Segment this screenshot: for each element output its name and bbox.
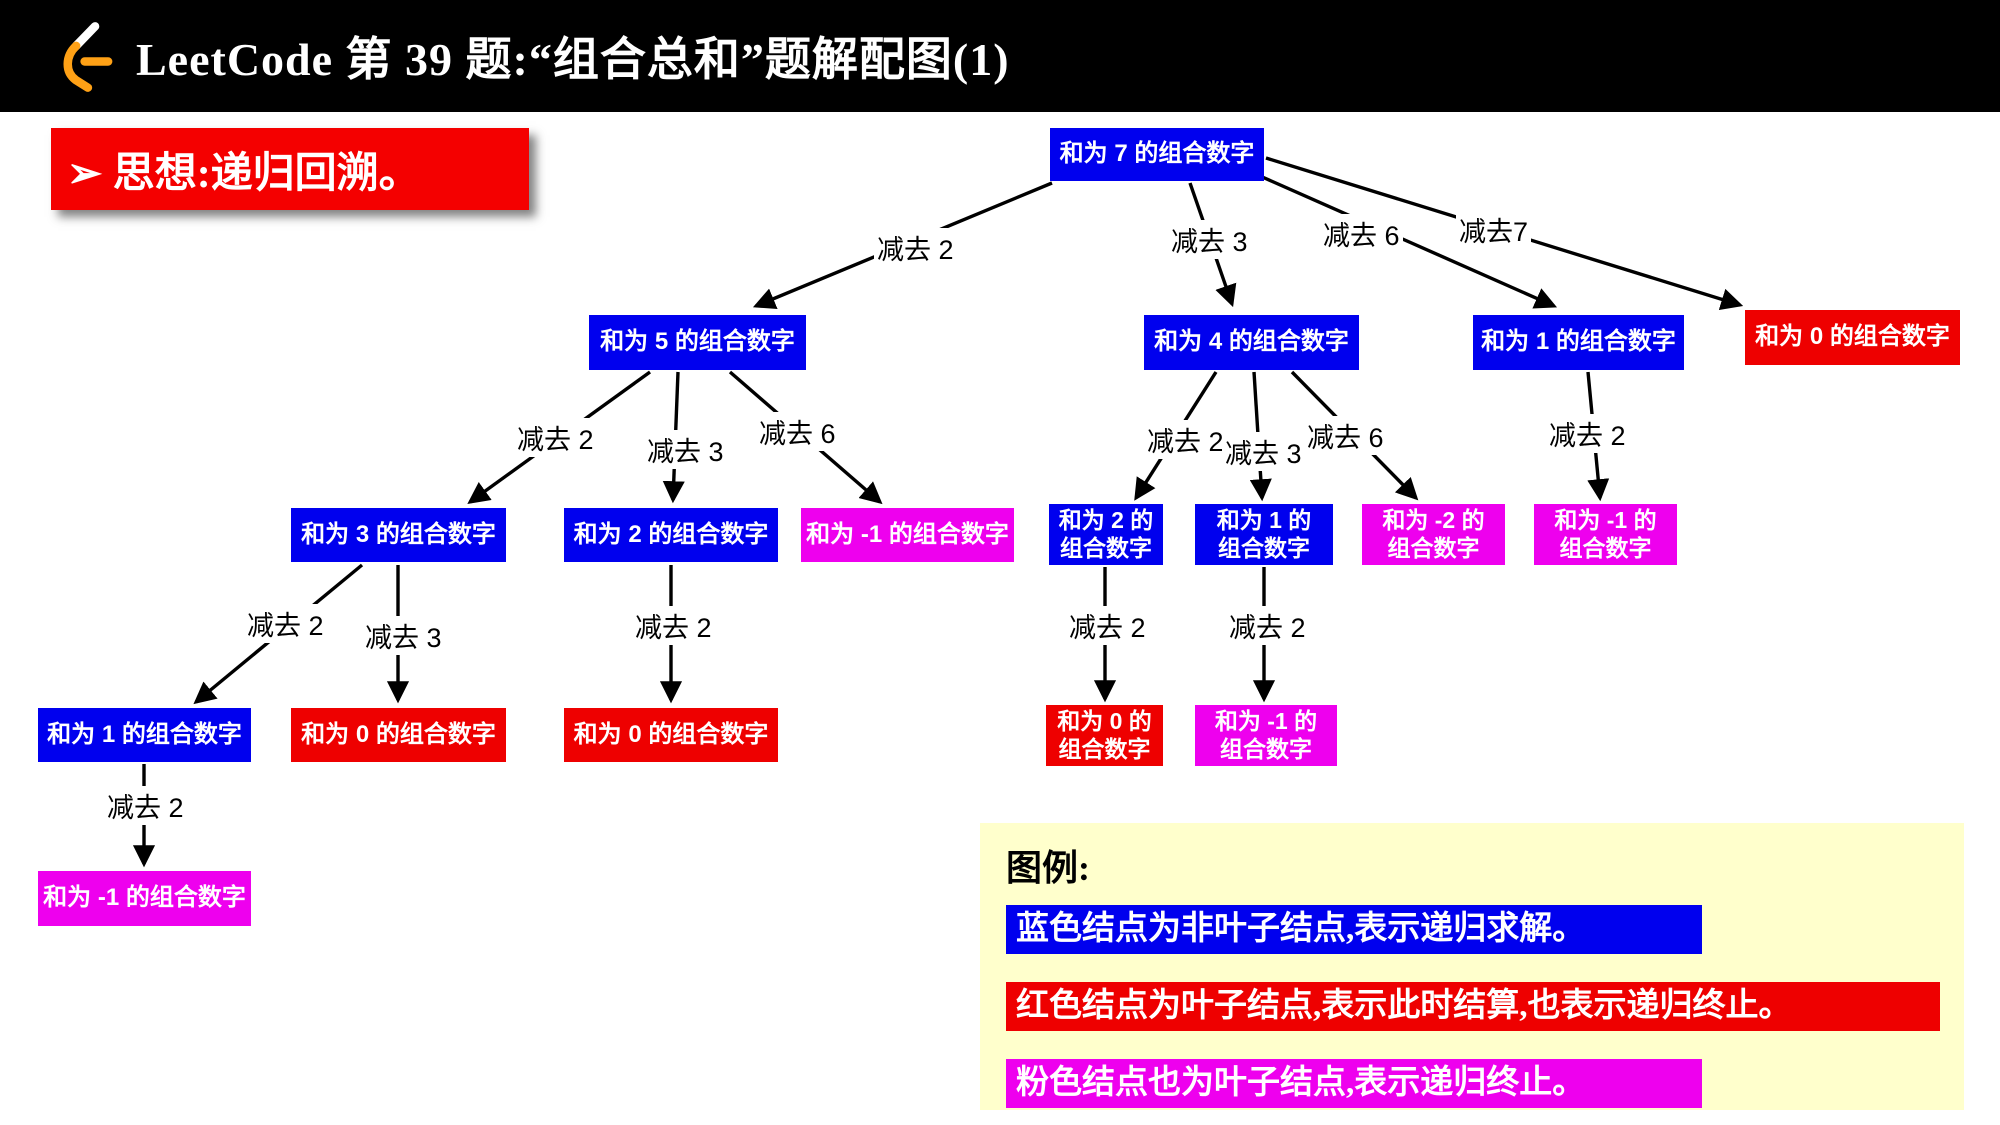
edge-label-minus3: 减去 3	[644, 430, 727, 469]
edge-label-minus2: 减去 2	[1066, 606, 1149, 645]
tree-node-sum-1-c: 和为 1 的组合数字	[38, 708, 251, 762]
edge-label-minus2: 减去 2	[632, 606, 715, 645]
legend-panel: 图例: 蓝色结点为非叶子结点,表示递归求解。 红色结点为叶子结点,表示此时结算,…	[980, 823, 1964, 1110]
tree-node-sum-0-b: 和为 0 的组合数字	[291, 708, 506, 762]
tree-node-sum-0-a: 和为 0 的组合数字	[1745, 310, 1960, 365]
edge-label-minus2: 减去 2	[244, 604, 327, 643]
tree-node-sum-0-d: 和为 0 的 组合数字	[1046, 705, 1163, 766]
tree-node-sum-neg2: 和为 -2 的 组合数字	[1362, 504, 1505, 565]
leetcode-logo-icon	[52, 19, 114, 93]
edge-label-minus2: 减去 2	[1226, 606, 1309, 645]
legend-item-magenta: 粉色结点也为叶子结点,表示递归终止。	[1006, 1059, 1702, 1108]
edge-label-minus2: 减去 2	[104, 786, 187, 825]
edge-label-minus3: 减去 3	[362, 616, 445, 655]
tree-node-sum-3: 和为 3 的组合数字	[291, 508, 506, 562]
legend-item-red: 红色结点为叶子结点,表示此时结算,也表示递归终止。	[1006, 982, 1940, 1031]
tree-node-sum-7: 和为 7 的组合数字	[1050, 128, 1264, 181]
edge-label-minus2: 减去 2	[514, 418, 597, 457]
tree-node-sum-2-a: 和为 2 的组合数字	[564, 508, 778, 562]
tree-node-sum-4: 和为 4 的组合数字	[1144, 315, 1359, 370]
tree-node-sum-neg1-c: 和为 -1 的 组合数字	[1195, 705, 1337, 766]
tree-node-sum-neg1-b: 和为 -1 的 组合数字	[1534, 504, 1677, 565]
tree-node-sum-5: 和为 5 的组合数字	[589, 315, 806, 370]
tree-node-sum-2-b: 和为 2 的 组合数字	[1049, 504, 1163, 565]
tree-node-sum-0-c: 和为 0 的组合数字	[564, 708, 778, 762]
idea-banner: ➢ 思想:递归回溯。	[51, 128, 529, 210]
legend-item-blue: 蓝色结点为非叶子结点,表示递归求解。	[1006, 905, 1702, 954]
edge-label-minus6: 减去 6	[1320, 214, 1403, 253]
tree-node-sum-neg1-a: 和为 -1 的组合数字	[801, 508, 1014, 562]
edge-label-minus2: 减去 2	[1546, 414, 1629, 453]
tree-node-sum-neg1-d: 和为 -1 的组合数字	[38, 871, 251, 926]
tree-node-sum-1-b: 和为 1 的 组合数字	[1195, 504, 1333, 565]
header-bar: LeetCode 第 39 题:“组合总和”题解配图(1)	[0, 0, 2000, 112]
edge-label-minus3: 减去 3	[1222, 432, 1305, 471]
edge-label-minus6: 减去 6	[756, 412, 839, 451]
edge-label-minus2: 减去 2	[874, 228, 957, 267]
edge-label-minus7: 减去7	[1456, 210, 1532, 249]
edge-label-minus2: 减去 2	[1144, 420, 1227, 459]
legend-title: 图例:	[1006, 848, 1090, 888]
edge-label-minus6: 减去 6	[1304, 416, 1387, 455]
edge-label-minus3: 减去 3	[1168, 220, 1251, 259]
tree-node-sum-1-a: 和为 1 的组合数字	[1473, 315, 1684, 370]
page-title: LeetCode 第 39 题:“组合总和”题解配图(1)	[136, 34, 1010, 85]
